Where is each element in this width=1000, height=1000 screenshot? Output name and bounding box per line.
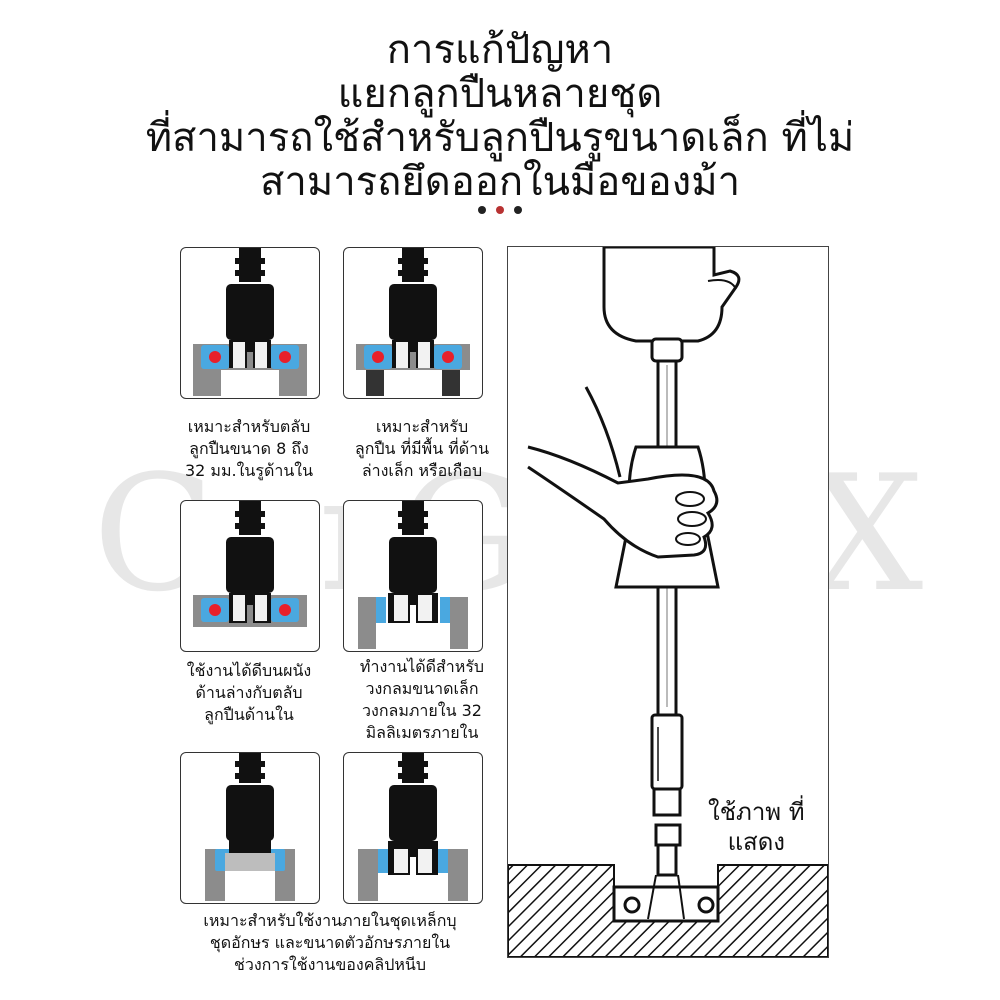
puller-bearing-icon	[193, 248, 307, 396]
panel-3-caption: ใช้งานได้ดีบนผนัง ด้านล่างกับตลับ ลูกปืน…	[186, 661, 312, 724]
title-line-2: แยกลูกปืนหลายชุด	[337, 71, 663, 117]
page-title: การแก้ปัญหา แยกลูกปืนหลายชุด ที่สามารถใช…	[0, 28, 1000, 204]
panel-1-caption: เหมาะสำหรับตลับ ลูกปืนขนาด 8 ถึง 32 มม.ใ…	[184, 417, 314, 480]
puller-clip-icon	[358, 753, 468, 901]
title-line-4: สามารถยึดออกในมือของม้า	[259, 159, 741, 205]
diagram-panel-5	[180, 752, 320, 904]
puller-bushing-icon	[205, 753, 295, 901]
title-line-1: การแก้ปัญหา	[386, 27, 614, 73]
puller-bearing-icon	[356, 248, 470, 396]
usage-illustration	[507, 246, 829, 958]
panel-2-caption: เหมาะสำหรับ ลูกปืน ที่มีพื้น ที่ด้าน ล่า…	[354, 417, 490, 480]
title-line-3: ที่สามารถใช้สำหรับลูกปืนรูขนาดเล็ก ที่ไม…	[145, 115, 855, 161]
diagram-panel-6	[343, 752, 483, 904]
diagram-panel-4	[343, 500, 483, 652]
diagram-panel-3	[180, 500, 320, 652]
upper-hand-icon	[602, 247, 741, 343]
panel-4-caption: ทำงานได้ดีสำหรับ วงกลมขนาดเล็ก วงกลมภายใ…	[359, 657, 485, 742]
diagram-panel-1	[180, 247, 320, 399]
illustration-label: ใช้ภาพ ที่ แสดง	[708, 798, 805, 856]
title-dots	[474, 206, 534, 218]
puller-bearing-icon	[193, 501, 307, 627]
diagram-panel-2	[343, 247, 483, 399]
dot-accent	[496, 206, 504, 214]
puller-ring-icon	[358, 501, 468, 649]
dot-dark-left	[478, 206, 486, 214]
slide-hammer-illustration	[508, 247, 828, 957]
bottom-caption: เหมาะสำหรับใช้งานภายในชุดเหล็กบุ ชุดอักษ…	[203, 911, 457, 974]
lower-hand-icon	[527, 445, 719, 559]
dot-dark-right	[514, 206, 522, 214]
